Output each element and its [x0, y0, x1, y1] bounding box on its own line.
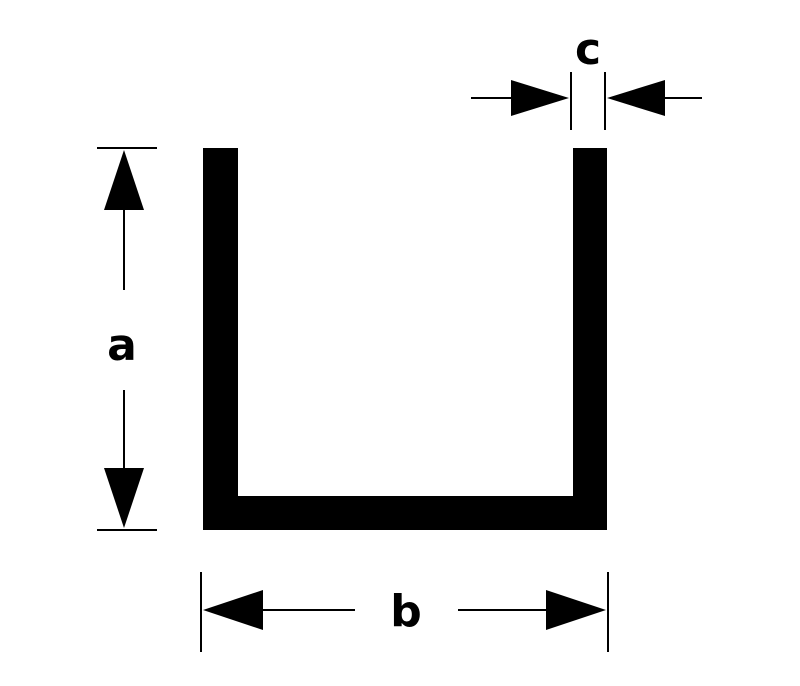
dimension-a-label: a: [107, 320, 137, 371]
dimension-b-right-arrowhead: [546, 590, 606, 630]
dimension-c-label: c: [575, 24, 601, 75]
dimension-c: [471, 72, 702, 130]
dimension-c-right-arrowhead: [607, 80, 665, 116]
u-channel-profile: [203, 148, 607, 530]
dimension-a-top-arrowhead: [104, 150, 144, 210]
dimension-b-label: b: [390, 586, 422, 637]
dimension-a-bottom-arrowhead: [104, 468, 144, 528]
dimension-a: [97, 147, 157, 531]
dimension-b: [200, 572, 609, 652]
dimension-c-left-arrowhead: [511, 80, 569, 116]
dimension-b-left-arrowhead: [203, 590, 263, 630]
